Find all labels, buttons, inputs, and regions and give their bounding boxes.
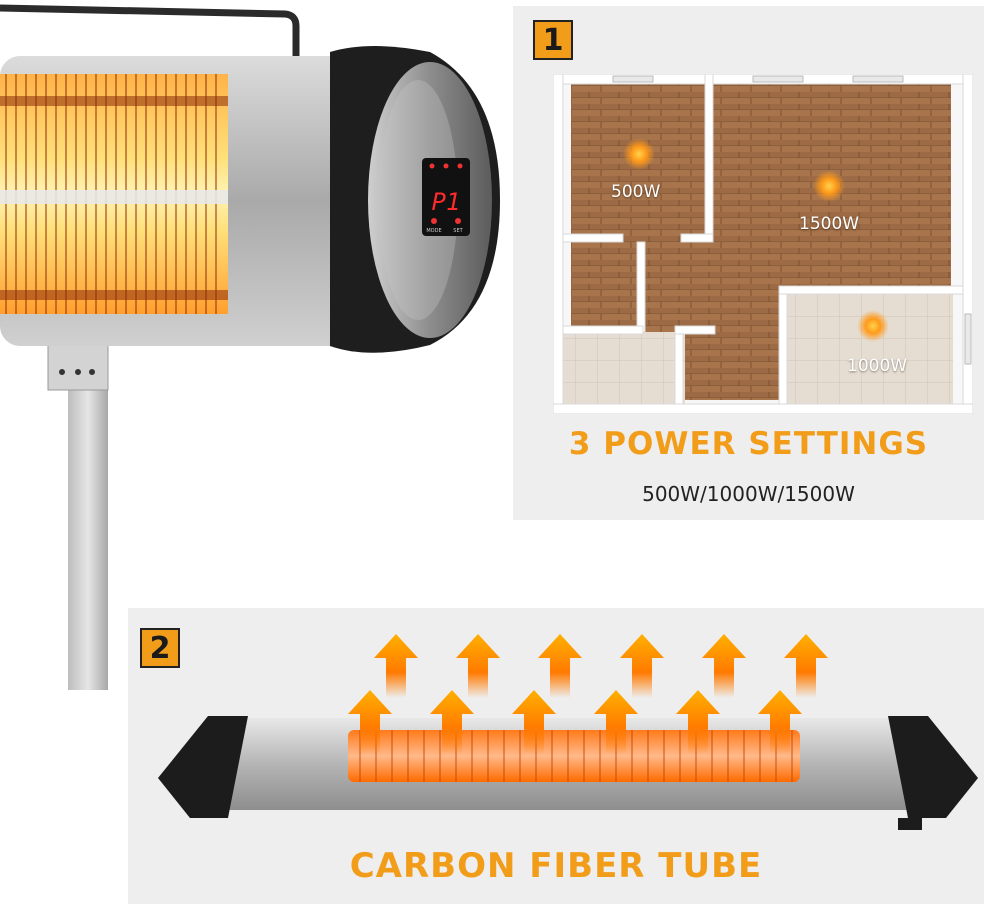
- floorplan-drawing: [552, 73, 974, 415]
- floorplan-image: 500W 1500W 1000W: [552, 73, 974, 415]
- light-indicator: [857, 310, 889, 342]
- panel-subtitle: 500W/1000W/1500W: [642, 482, 855, 506]
- room-label-1000w: 1000W: [847, 356, 908, 376]
- set-button-label: SET: [453, 228, 463, 234]
- room-label-500w: 500W: [611, 182, 661, 202]
- panel-number-badge: 2: [140, 628, 180, 668]
- heat-arrow-icon: [702, 634, 746, 698]
- stand-pole: [68, 350, 108, 690]
- panel-title: CARBON FIBER TUBE: [349, 846, 763, 886]
- room-label-1500w: 1500W: [799, 214, 860, 234]
- heat-arrow-icon: [538, 634, 582, 698]
- power-settings-panel: 1: [513, 6, 984, 520]
- control-panel: [422, 158, 470, 236]
- carbon-tube-panel: 2 CARBON FIBER TUBE: [128, 608, 984, 904]
- tube-heater-illustration: [158, 634, 978, 830]
- heat-arrow-icon: [456, 634, 500, 698]
- heater-display: P1: [432, 188, 461, 216]
- panel-title: 3 POWER SETTINGS: [568, 426, 929, 462]
- heat-arrow-icon: [374, 634, 418, 698]
- heater-illustration: P1 MODE SET: [0, 4, 500, 690]
- light-indicator: [813, 170, 845, 202]
- panel-number-badge: 1: [533, 20, 573, 60]
- set-button[interactable]: [455, 218, 461, 224]
- mode-button-label: MODE: [426, 228, 441, 234]
- heat-arrow-icon: [620, 634, 664, 698]
- mode-button[interactable]: [431, 218, 437, 224]
- light-indicator: [623, 138, 655, 170]
- heat-arrow-icon: [784, 634, 828, 698]
